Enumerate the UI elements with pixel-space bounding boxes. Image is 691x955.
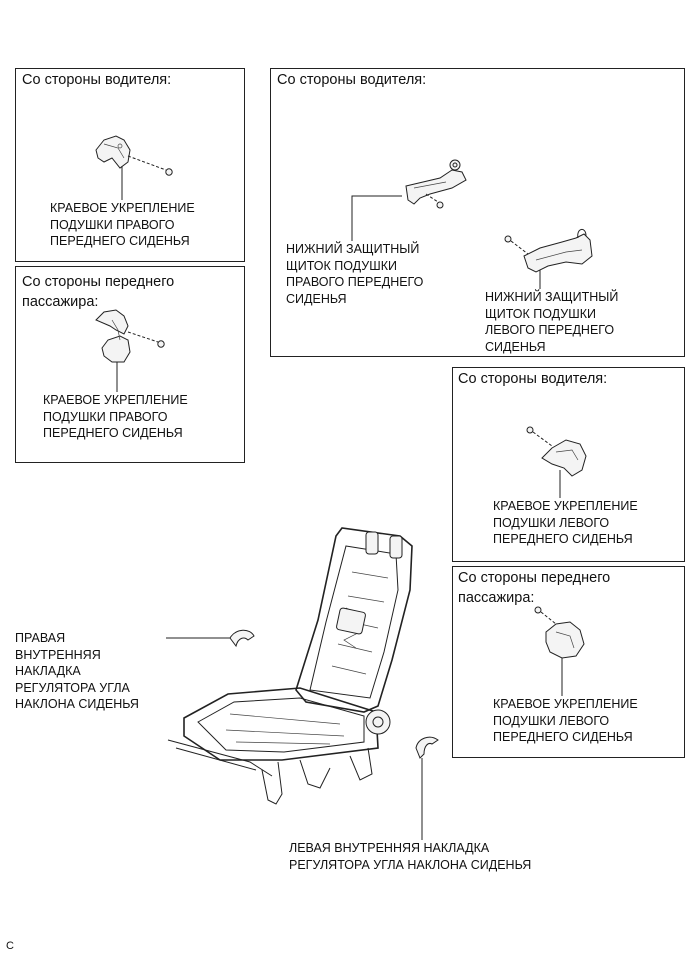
left-edge-reinforcement-part: [534, 606, 585, 696]
callout-right-edge-reinforcement: КРАЕВОЕ УКРЕПЛЕНИЕ ПОДУШКИ ПРАВОГО ПЕРЕД…: [43, 393, 188, 440]
left-lower-shield-part: [504, 229, 593, 289]
left-edge-reinforcement-part: [526, 426, 587, 498]
panel-passenger-left-edge: [452, 566, 685, 758]
right-edge-reinforcement-part: [95, 135, 173, 200]
panel-title: Со стороны водителя:: [458, 371, 608, 387]
right-recliner-cover-part: [166, 629, 255, 648]
callout-left-lower-shield: НИЖНИЙ ЗАЩИТНЫЙ ЩИТОК ПОДУШКИ ЛЕВОГО ПЕР…: [485, 290, 619, 354]
seat-frame: [167, 527, 413, 805]
callout-right-edge-reinforcement: КРАЕВОЕ УКРЕПЛЕНИЕ ПОДУШКИ ПРАВОГО ПЕРЕД…: [50, 201, 195, 248]
figure-code: C: [6, 940, 14, 952]
callout-left-recliner-cover: ЛЕВАЯ ВНУТРЕННЯЯ НАКЛАДКА РЕГУЛЯТОРА УГЛ…: [289, 841, 532, 872]
panel-title: Со стороны переднего пассажира:: [458, 570, 611, 606]
panel-title: Со стороны переднего пассажира:: [22, 274, 175, 310]
panel-title: Со стороны водителя:: [277, 72, 427, 88]
right-lower-shield-part: [351, 159, 467, 241]
panel-title: Со стороны водителя:: [22, 72, 172, 88]
panel-driver-right-edge: [15, 68, 245, 262]
left-recliner-cover-part: [415, 736, 439, 840]
callout-left-edge-reinforcement: КРАЕВОЕ УКРЕПЛЕНИЕ ПОДУШКИ ЛЕВОГО ПЕРЕДН…: [493, 697, 638, 744]
right-edge-reinforcement-part: [95, 309, 165, 392]
panel-passenger-right-edge: [15, 266, 245, 463]
panel-driver-left-edge: [452, 367, 685, 562]
callout-right-recliner-cover: ПРАВАЯ ВНУТРЕННЯЯ НАКЛАДКА РЕГУЛЯТОРА УГ…: [15, 631, 139, 711]
callout-right-lower-shield: НИЖНИЙ ЗАЩИТНЫЙ ЩИТОК ПОДУШКИ ПРАВОГО ПЕ…: [286, 242, 424, 306]
callout-left-edge-reinforcement: КРАЕВОЕ УКРЕПЛЕНИЕ ПОДУШКИ ЛЕВОГО ПЕРЕДН…: [493, 499, 638, 546]
panel-driver-shields: [270, 68, 685, 357]
